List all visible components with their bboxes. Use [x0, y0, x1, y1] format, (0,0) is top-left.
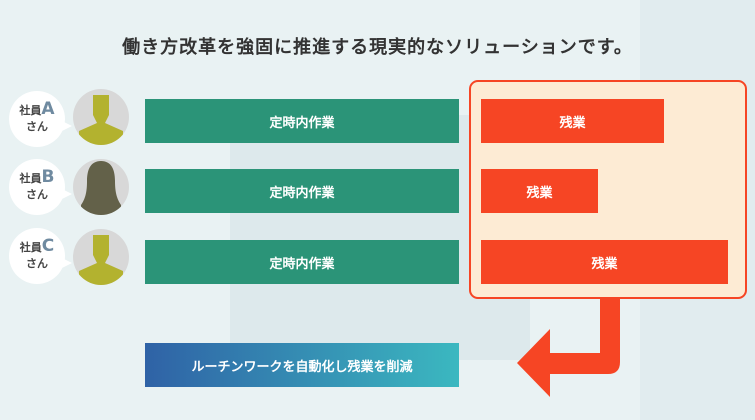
label-prefix: 社員 [19, 241, 42, 254]
label-letter: A [41, 99, 55, 119]
female-icon [73, 159, 129, 215]
regular-work-bar: 定時内作業 [145, 240, 459, 284]
label-prefix: 社員 [19, 104, 42, 117]
solution-label: ルーチンワークを自動化し残業を削減 [145, 343, 459, 387]
regular-work-bar: 定時内作業 [145, 169, 459, 213]
label-suffix: さん [26, 120, 48, 133]
overtime-bar: 残業 [481, 169, 598, 213]
regular-work-bar: 定時内作業 [145, 99, 459, 143]
label-letter: B [41, 167, 55, 187]
label-prefix: 社員 [19, 172, 42, 185]
label-suffix: さん [26, 257, 48, 270]
page-title: 働き方改革を強固に推進する現実的なソリューションです。 [122, 37, 633, 58]
label-suffix: さん [26, 188, 48, 201]
overtime-bar: 残業 [481, 99, 664, 143]
male-icon [73, 229, 129, 285]
overtime-bar: 残業 [481, 240, 728, 284]
male-icon [73, 89, 129, 145]
label-letter: C [41, 236, 55, 256]
